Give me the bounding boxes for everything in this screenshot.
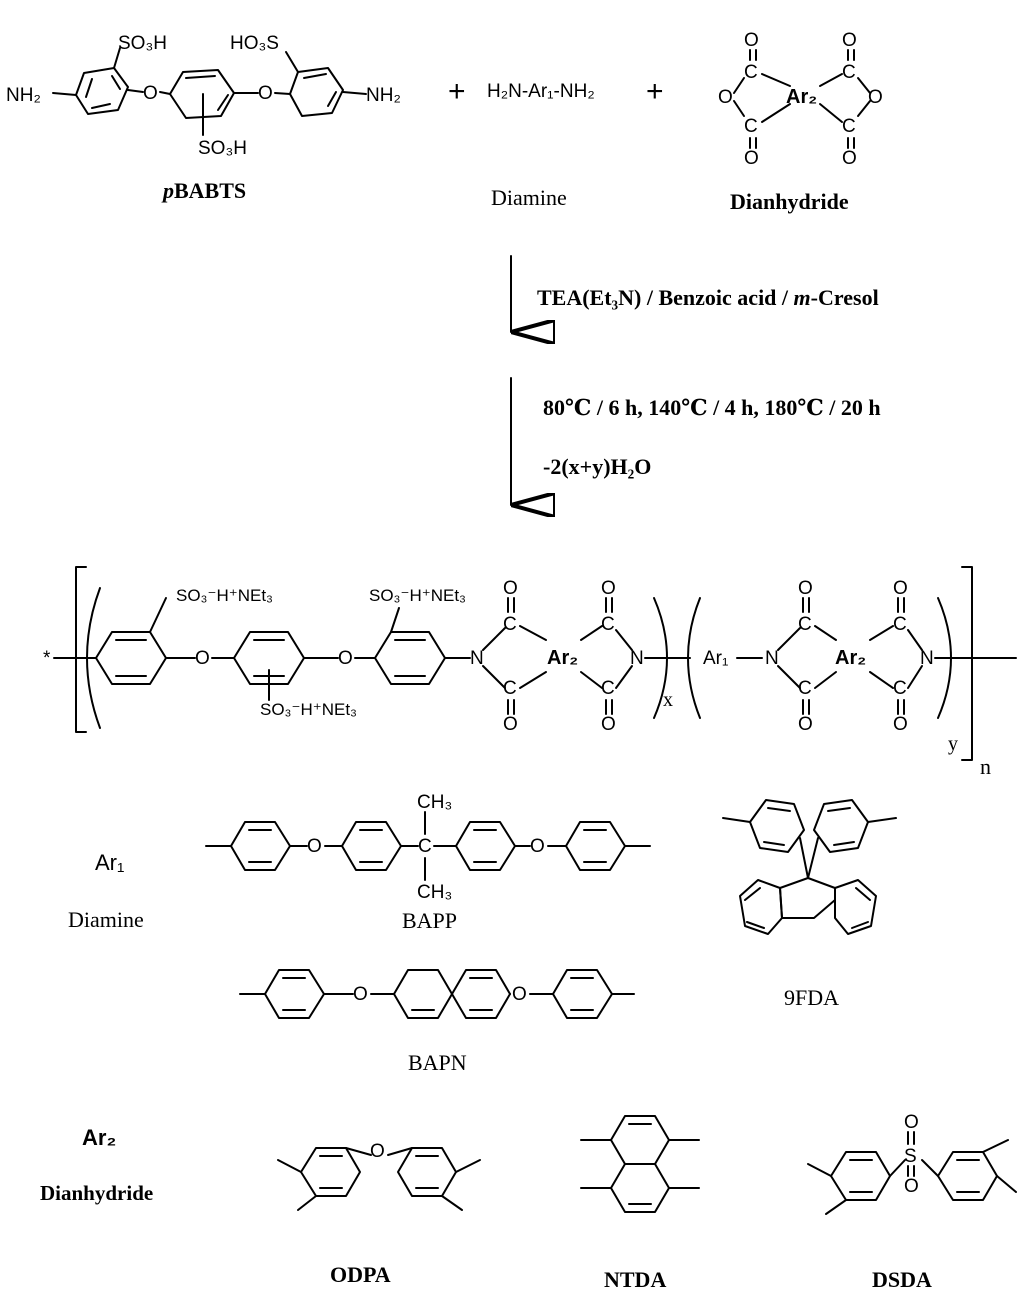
polymer-n-1: N: [470, 648, 484, 669]
ho3s-top-right-label: HO₃S: [230, 33, 279, 54]
dianhydride-label: Dianhydride: [730, 189, 849, 214]
pbabts-rest: BABTS: [174, 178, 246, 203]
bapp-label: BAPP: [402, 908, 457, 933]
polymer-o-c4b: O: [893, 714, 908, 735]
polymer-c-3b: C: [798, 678, 812, 699]
ar1-title: Ar₁: [95, 850, 124, 875]
bapn-o-2: O: [512, 984, 527, 1005]
bapp-o-1: O: [307, 836, 322, 857]
ar2-title: Ar₂: [82, 1125, 116, 1150]
anh-o-top-left: O: [744, 30, 759, 51]
bapn-o-1: O: [353, 984, 368, 1005]
polymer-o-c2b: O: [601, 714, 616, 735]
polymer-o-1: O: [195, 648, 210, 669]
pbabts-prefix: p: [161, 178, 174, 203]
dianhydride-structure: O C O C O Ar₂ O C O C O: [718, 30, 883, 169]
dsda-o-bottom: O: [904, 1176, 919, 1197]
nh2-right-label: NH₂: [366, 85, 401, 106]
bapp-ch3-top: CH₃: [417, 792, 452, 813]
odpa-structure: O: [277, 1141, 481, 1211]
anh-c-top-left: C: [744, 62, 758, 83]
condition-step-1: TEA(Et₃N) / Benzoic acid / m-Cresol: [537, 285, 879, 310]
polymer-ar2-2: Ar₂: [835, 647, 866, 669]
polymer-n-4: N: [920, 648, 934, 669]
polymer-so3-2: SO₃⁻H⁺NEt₃: [260, 700, 357, 719]
nh2-left-label: NH₂: [6, 85, 41, 106]
polymer-n-sub: n: [980, 754, 991, 779]
polymer-x: x: [663, 689, 673, 711]
anh-o-ring-left: O: [718, 87, 733, 108]
anh-o-top-right: O: [842, 30, 857, 51]
polymer-o-c1b: O: [503, 714, 518, 735]
polymer-o-c3b: O: [798, 714, 813, 735]
9fda-label: 9FDA: [784, 985, 839, 1010]
odpa-label: ODPA: [330, 1262, 391, 1287]
polymer-c-3a: C: [798, 614, 812, 635]
polymer-o-2: O: [338, 648, 353, 669]
bapp-structure: O C CH₃ CH₃ O: [205, 792, 651, 903]
anh-c-bottom-left: C: [744, 116, 758, 137]
anh-o-bottom-right: O: [842, 148, 857, 169]
polymer-so3-1: SO₃⁻H⁺NEt₃: [176, 586, 273, 605]
polymer-o-c1a: O: [503, 578, 518, 599]
polymer-n-3: N: [765, 648, 779, 669]
anh-c-top-right: C: [842, 62, 856, 83]
polymer-c-4a: C: [893, 614, 907, 635]
so3h-bottom-label: SO₃H: [198, 138, 247, 159]
bapn-label: BAPN: [408, 1050, 467, 1075]
anh-o-bottom-left: O: [744, 148, 759, 169]
ntda-structure: [580, 1115, 700, 1213]
polymer-c-4b: C: [893, 678, 907, 699]
odpa-o: O: [370, 1141, 385, 1162]
polymer-star: *: [43, 648, 51, 669]
bapp-c: C: [418, 836, 432, 857]
polymer-o-c2a: O: [601, 578, 616, 599]
plus-sign-2: +: [646, 75, 664, 108]
plus-sign-1: +: [448, 75, 466, 108]
polymer-c-2b: C: [601, 678, 615, 699]
dsda-s: S: [904, 1146, 917, 1167]
polymer-o-c3a: O: [798, 578, 813, 599]
ether-o-right: O: [258, 83, 273, 104]
condition-step-3: -2(x+y)H₂O: [543, 454, 651, 479]
polymer-c-2a: C: [601, 614, 615, 635]
condition-step-2: 80℃ / 6 h, 140℃ / 4 h, 180℃ / 20 h: [543, 395, 881, 420]
anh-ar2: Ar₂: [786, 86, 817, 108]
pbabts-name: pBABTS: [161, 178, 246, 203]
condition-step-1-main: TEA(Et₃N) / Benzoic acid /: [537, 285, 794, 310]
dsda-structure: S O O: [807, 1112, 1017, 1215]
polymer-structure: * SO₃⁻H⁺NEt₃ O SO₃⁻H⁺NEt₃ O SO₃⁻H⁺NEt₃ N…: [43, 566, 1017, 779]
anh-c-bottom-right: C: [842, 116, 856, 137]
ar2-subtitle: Dianhydride: [40, 1181, 153, 1205]
polymer-c-1b: C: [503, 678, 517, 699]
polymer-n-2: N: [630, 648, 644, 669]
polymer-c-1a: C: [503, 614, 517, 635]
condition-step-1-ital: m: [794, 285, 811, 310]
bapp-ch3-bottom: CH₃: [417, 882, 452, 903]
diamine-label: Diamine: [491, 185, 567, 210]
anh-o-ring-right: O: [868, 87, 883, 108]
ntda-label: NTDA: [604, 1267, 666, 1290]
polymer-ar1: Ar₁: [703, 648, 728, 669]
diamine-formula: H₂N-Ar₁-NH₂: [487, 81, 595, 102]
ar1-subtitle: Diamine: [68, 907, 144, 932]
polymer-ar2-1: Ar₂: [547, 647, 578, 669]
ether-o-left: O: [143, 83, 158, 104]
so3h-top-left-label: SO₃H: [118, 33, 167, 54]
bapp-o-2: O: [530, 836, 545, 857]
monomer-pbabts: NH₂ SO₃H HO₃S O O NH₂ SO₃H pBABTS: [6, 33, 401, 203]
polymer-o-c4a: O: [893, 578, 908, 599]
bapn-structure: O O: [239, 969, 635, 1019]
condition-step-1-tail: -Cresol: [811, 285, 879, 310]
dsda-label: DSDA: [872, 1267, 932, 1290]
9fda-structure: [722, 799, 897, 935]
polymer-so3-3: SO₃⁻H⁺NEt₃: [369, 586, 466, 605]
dsda-o-top: O: [904, 1112, 919, 1133]
polymer-y: y: [948, 733, 958, 755]
